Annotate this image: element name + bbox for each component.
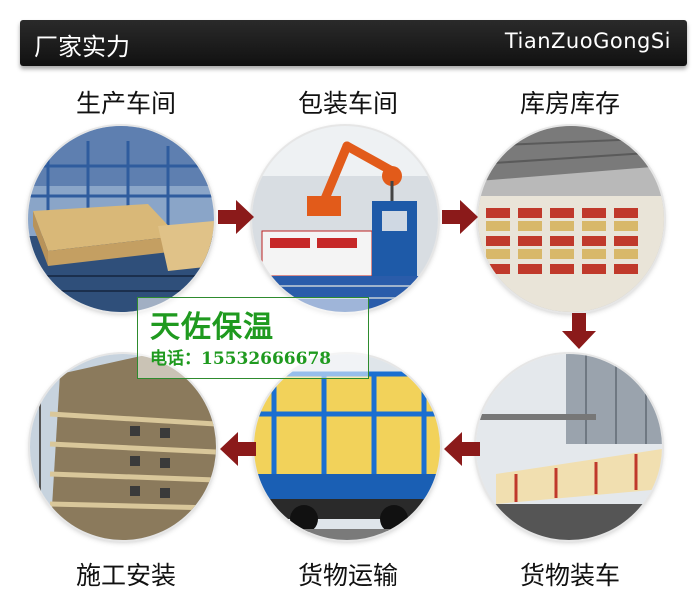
step-label-installation: 施工安装 bbox=[75, 561, 176, 590]
watermark: 天佐保温 电话：15532666678 bbox=[137, 297, 369, 379]
step-label-transport: 货物运输 bbox=[297, 561, 398, 590]
step-label-packing: 包装车间 bbox=[297, 89, 398, 118]
robot-packing-photo bbox=[252, 126, 438, 312]
truck-loading-photo bbox=[476, 354, 662, 540]
arrow-left-icon bbox=[220, 432, 256, 466]
factory-photo bbox=[28, 126, 214, 312]
arrow-right-icon bbox=[442, 200, 478, 234]
step-label-warehouse: 库房库存 bbox=[519, 89, 620, 118]
arrow-left-icon bbox=[444, 432, 480, 466]
page-header: 厂家实力 TianZuoGongSi bbox=[0, 0, 700, 70]
step-label-production: 生产车间 bbox=[75, 89, 176, 118]
building-install-photo bbox=[30, 354, 216, 540]
truck-transport-photo bbox=[254, 354, 440, 540]
arrow-right-icon bbox=[218, 200, 254, 234]
arrow-down-icon bbox=[562, 313, 596, 349]
header-brand-en: TianZuoGongSi bbox=[504, 29, 671, 53]
header-bar: 厂家实力 TianZuoGongSi bbox=[20, 20, 687, 66]
header-title: 厂家实力 bbox=[34, 33, 130, 61]
step-label-loading: 货物装车 bbox=[519, 561, 620, 590]
warehouse-photo bbox=[478, 126, 664, 312]
watermark-phone: 电话：15532666678 bbox=[150, 349, 332, 369]
watermark-brand: 天佐保温 bbox=[150, 310, 274, 345]
